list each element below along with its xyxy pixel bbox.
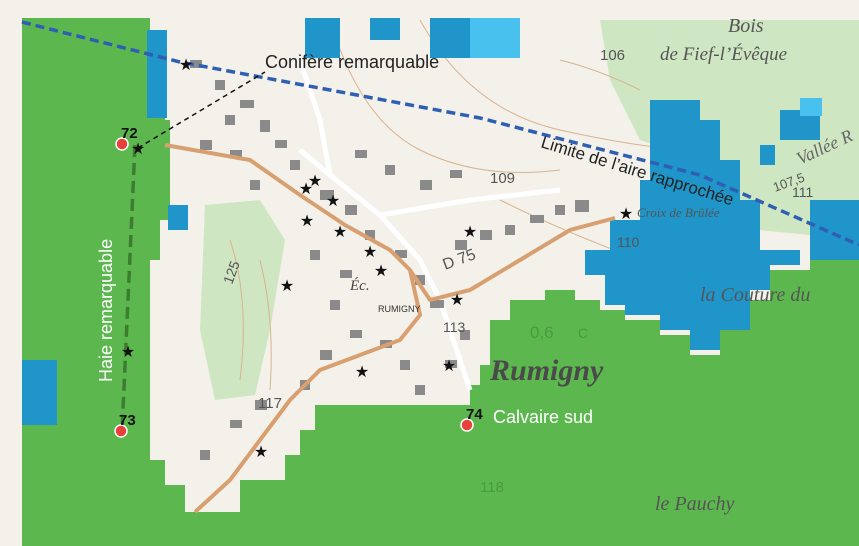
star-icon: ★	[300, 213, 314, 230]
star-icon: ★	[308, 173, 322, 190]
star-icon: ★	[326, 193, 340, 210]
village-small-label: RUMIGNY	[378, 304, 421, 314]
point-72[interactable]	[115, 137, 129, 151]
bois-label-1: Bois	[728, 15, 764, 37]
elev-113: 113	[443, 319, 466, 335]
village-label: Rumigny	[489, 354, 604, 387]
c-label: C	[578, 325, 588, 341]
star-icon: ★	[179, 57, 193, 74]
elev-110: 110	[617, 234, 640, 250]
croix-label: Croix de Brûlée	[637, 205, 720, 220]
ecole-label: Éc.	[349, 277, 370, 294]
elev-111: 111	[792, 184, 813, 200]
haie-annotation: Haie remarquable	[96, 239, 116, 382]
haie-line	[120, 144, 137, 433]
point-73-label: 73	[119, 412, 136, 429]
limite-line	[21, 20, 859, 247]
road-d75	[408, 216, 616, 303]
elev-117: 117	[258, 395, 282, 412]
elev-125: 125	[220, 258, 243, 286]
elev-06: 0,6	[530, 323, 554, 342]
star-icon: ★	[355, 364, 369, 381]
elev-118: 118	[480, 479, 504, 496]
star-icon: ★	[619, 206, 633, 223]
point-74-label: 74	[466, 406, 483, 423]
point-73[interactable]	[114, 424, 128, 438]
star-icon: ★	[463, 224, 477, 241]
numbered-points	[114, 137, 474, 438]
main-road	[164, 143, 423, 514]
star-icon: ★	[254, 444, 268, 461]
forest-bois	[600, 20, 859, 240]
star-icon: ★	[131, 141, 145, 158]
pauchy-label: le Pauchy	[655, 493, 735, 515]
star-icon: ★	[374, 263, 388, 280]
elev-109: 109	[490, 170, 515, 187]
conifere-annotation: Conifère remarquable	[265, 52, 439, 72]
star-icon: ★	[280, 278, 294, 295]
bois-label-2: de Fief-l’Évêque	[660, 43, 787, 65]
star-icon: ★	[363, 244, 377, 261]
conifere-leader	[137, 71, 266, 149]
elev-106: 106	[600, 47, 625, 64]
star-icon: ★	[442, 358, 456, 375]
green-zone	[22, 18, 859, 546]
star-icon: ★	[450, 292, 464, 309]
star-icon: ★	[299, 181, 313, 198]
couture-label: la Couture du	[700, 284, 810, 306]
light-blue-zones	[470, 18, 822, 116]
streets	[297, 59, 561, 391]
star-icon: ★	[121, 344, 135, 361]
calvaire-annotation: Calvaire sud	[493, 407, 593, 427]
star-markers: ★ ★ ★ ★ ★ ★ ★ ★ ★ ★ ★ ★ ★ ★ ★ ★ ★	[121, 57, 633, 461]
point-74[interactable]	[460, 418, 474, 432]
star-icon: ★	[333, 224, 347, 241]
point-72-label: 72	[121, 125, 138, 142]
